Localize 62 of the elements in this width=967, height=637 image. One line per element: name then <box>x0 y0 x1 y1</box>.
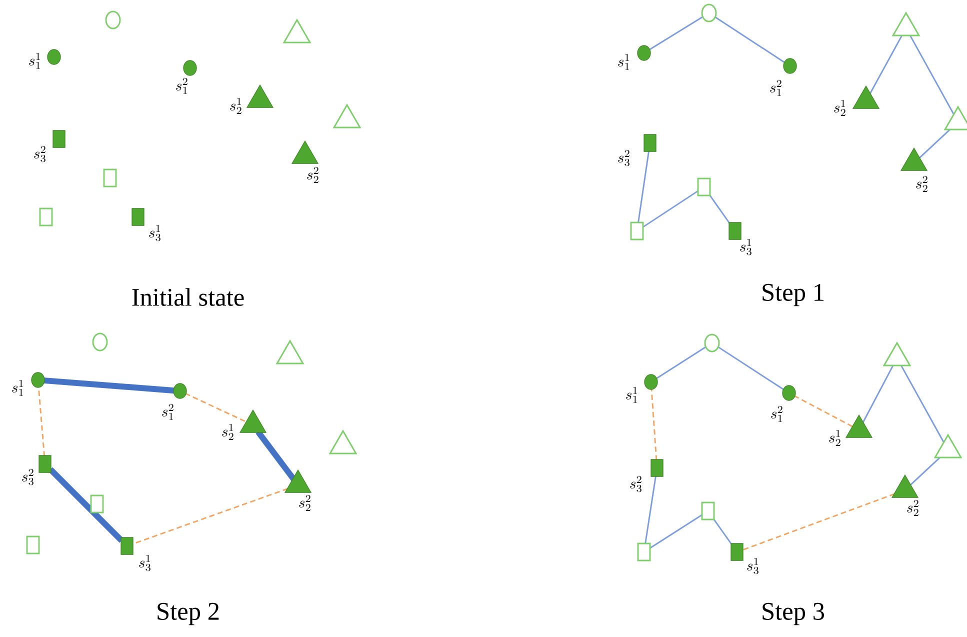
rectangle-marker <box>637 542 651 562</box>
state-label: $s_2^1$ <box>834 100 846 116</box>
state-label: $s_3^2$ <box>618 150 630 166</box>
link-line <box>717 346 785 390</box>
rectangle-marker <box>90 494 104 514</box>
link-line <box>918 128 951 159</box>
link-line <box>709 194 730 224</box>
link-line <box>862 364 894 424</box>
state-label: $s_2^2$ <box>916 176 928 192</box>
state-label: $s_2^2$ <box>307 166 318 183</box>
state-label: $s_1^2$ <box>771 406 782 422</box>
rectangle-marker <box>39 208 53 226</box>
state-label: $s_3^2$ <box>630 476 642 492</box>
state-label: $s_1^1$ <box>12 380 24 396</box>
rectangle-marker <box>103 168 117 188</box>
panel-caption: Step 2 <box>158 602 219 626</box>
panel-caption: Step 3 <box>762 602 824 626</box>
state-label: $s_3^1$ <box>740 238 752 256</box>
panel-caption: Initial state <box>132 288 244 306</box>
link-line <box>649 514 703 550</box>
thick-link <box>48 467 124 543</box>
state-label: $s_2^1$ <box>230 98 242 114</box>
link-line <box>909 34 955 116</box>
rectangle-marker <box>630 222 644 240</box>
dashed-link <box>742 493 896 551</box>
link-line <box>648 16 704 51</box>
state-label: $s_1^1$ <box>626 386 638 403</box>
rectangle-marker <box>701 502 715 520</box>
rectangle-marker <box>697 178 711 196</box>
state-label: $s_3^1$ <box>747 558 758 574</box>
circle-marker <box>105 10 121 30</box>
state-label: $s_3^2$ <box>22 468 34 486</box>
state-label: $s_3^1$ <box>149 224 160 242</box>
state-label: $s_2^1$ <box>222 424 234 440</box>
rectangle-marker <box>26 536 40 554</box>
dashed-link <box>184 392 248 423</box>
state-label: $s_1^1$ <box>618 54 630 70</box>
circle-marker <box>701 4 717 22</box>
panel-caption: Step 1 <box>762 284 824 306</box>
state-label: $s_2^1$ <box>829 430 840 446</box>
link-line <box>655 346 707 380</box>
dashed-link <box>650 388 658 461</box>
state-label: $s_3^2$ <box>34 146 46 162</box>
link-line <box>869 34 903 94</box>
circle-marker <box>704 334 720 352</box>
link-line <box>713 518 732 545</box>
state-label: $s_3^1$ <box>139 554 150 572</box>
link-line <box>714 16 786 64</box>
state-label: $s_1^2$ <box>162 404 174 420</box>
circle-marker <box>92 332 108 352</box>
dashed-link <box>794 395 854 428</box>
state-label: $s_1^2$ <box>176 78 188 94</box>
link-line <box>900 364 945 444</box>
link-line <box>644 475 657 544</box>
thick-link <box>43 377 175 394</box>
state-label: $s_2^2$ <box>907 500 918 516</box>
state-label: $s_2^2$ <box>299 494 310 511</box>
link-line <box>909 456 941 486</box>
link-line <box>642 190 699 228</box>
link-line <box>637 150 650 224</box>
state-label: $s_1^1$ <box>29 52 40 69</box>
state-label: $s_1^2$ <box>770 80 782 96</box>
